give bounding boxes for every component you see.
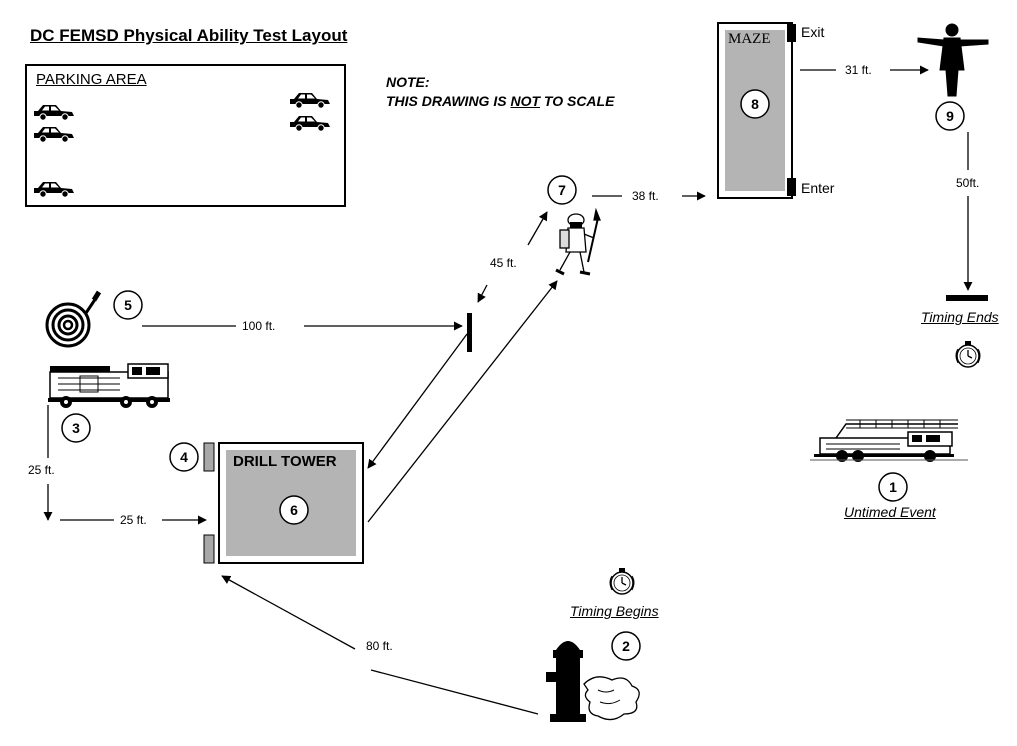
station-number-7: 7 <box>558 182 566 198</box>
hydrant-icon <box>546 641 640 722</box>
maze-label: MAZE <box>728 31 771 47</box>
distance-engine-down: 25 ft. <box>28 463 55 477</box>
tower-door-bottom <box>203 534 215 564</box>
ladder-truck-icon <box>810 419 968 462</box>
parking-area-label: PARKING AREA <box>36 71 147 88</box>
car-icon <box>33 181 75 198</box>
station-circle-4 <box>169 442 199 472</box>
distance-hose-to-post: 100 ft. <box>242 319 276 333</box>
distance-station7-to-maze: 38 ft. <box>632 189 659 203</box>
hose-icon <box>45 290 102 348</box>
station-circles <box>61 89 965 661</box>
firefighter-icon <box>555 207 601 276</box>
station-circle-3 <box>61 413 91 443</box>
note-text-emphasis: NOT <box>510 93 541 109</box>
arrow-to-tower <box>221 575 356 650</box>
station-circle-7 <box>547 175 577 205</box>
car-icon <box>33 104 75 121</box>
car-icon <box>33 126 75 143</box>
dummy-icon <box>917 23 989 97</box>
stopwatch-icon <box>955 340 981 368</box>
station-number-4: 4 <box>180 449 188 465</box>
note-text-pre: THIS DRAWING IS <box>386 93 511 109</box>
car-icon <box>289 92 331 109</box>
distance-hydrant-to-tower: 80 ft. <box>366 639 393 653</box>
timing-begins-label: Timing Begins <box>570 603 659 619</box>
note-heading: NOTE: <box>386 74 430 90</box>
maze-exit-label: Exit <box>801 24 825 40</box>
distance-dummy-to-finish: 50ft. <box>956 176 980 190</box>
parking-area-box <box>25 64 346 207</box>
fire-engine-icon <box>48 363 170 408</box>
maze-exit-marker <box>787 24 796 42</box>
station-number-2: 2 <box>622 638 630 654</box>
station-number-1: 1 <box>889 479 897 495</box>
station-circle-6 <box>279 495 309 525</box>
station-circle-9 <box>935 101 965 131</box>
station-circle-1 <box>878 472 908 502</box>
maze-enter-marker <box>787 178 796 196</box>
station-number-5: 5 <box>124 297 132 313</box>
untimed-event-label: Untimed Event <box>844 504 936 520</box>
station-number-9: 9 <box>946 108 954 124</box>
station-circle-8 <box>740 89 770 119</box>
station-number-6: 6 <box>290 502 298 518</box>
station-number-8: 8 <box>751 96 759 112</box>
arrow-45-upper <box>527 211 548 246</box>
finish-bar <box>946 295 988 301</box>
note-text-post: TO SCALE <box>540 93 615 109</box>
page-title: DC FEMSD Physical Ability Test Layout <box>30 26 348 45</box>
stopwatch-icon <box>609 567 635 595</box>
arrow-hydrant-segment <box>370 669 539 715</box>
station-circle-2 <box>611 631 641 661</box>
distance-post-to-station7: 45 ft. <box>490 256 517 270</box>
arrow-45-lower <box>477 284 488 303</box>
arrow-post-to-tower <box>367 333 468 469</box>
note-text: THIS DRAWING IS NOT TO SCALE <box>386 93 614 109</box>
timing-ends-label: Timing Ends <box>921 309 999 325</box>
drill-tower-label: DRILL TOWER <box>233 453 337 470</box>
station-circle-5 <box>113 290 143 320</box>
distance-maze-to-dummy: 31 ft. <box>845 63 872 77</box>
hose-target-post <box>467 313 472 352</box>
arrow-tower-to-station7 <box>367 280 558 523</box>
tower-door-top <box>203 442 215 472</box>
station-number-3: 3 <box>72 420 80 436</box>
distance-engine-to-tower: 25 ft. <box>120 513 147 527</box>
maze-enter-label: Enter <box>801 180 835 196</box>
car-icon <box>289 115 331 132</box>
